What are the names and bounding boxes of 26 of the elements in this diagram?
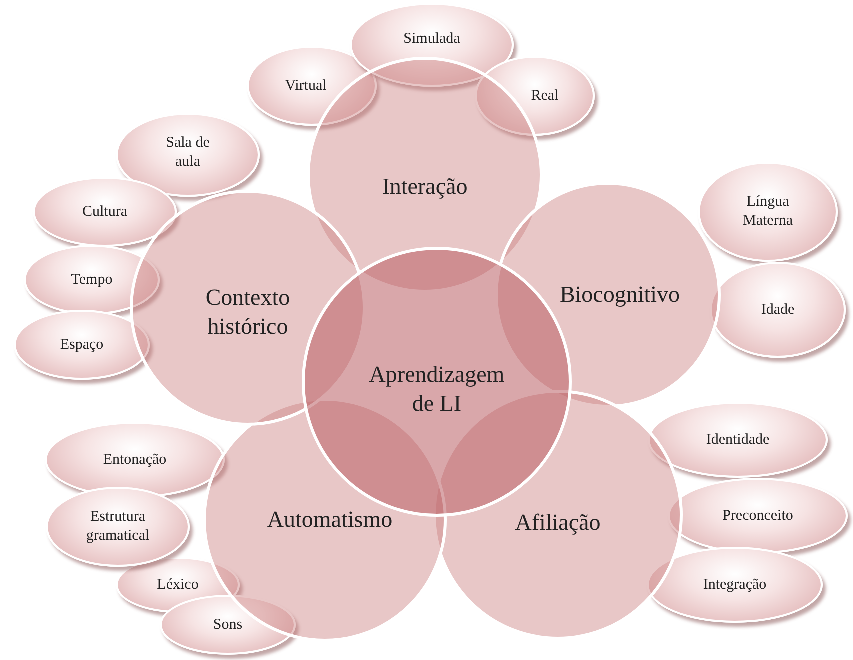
topic-label: Sala de aula — [165, 134, 211, 172]
topic-label: Entonação — [102, 450, 168, 470]
topic-label: Identidade — [705, 430, 771, 450]
topic-label: Estrutura gramatical — [85, 508, 151, 546]
subtopic-ellipse — [14, 310, 150, 380]
topic-label: Biocognitivo — [558, 280, 682, 309]
topic-label: Automatismo — [266, 506, 394, 534]
subtopic-ellipse — [647, 547, 823, 623]
subtopic-ellipse — [710, 262, 846, 358]
topic-label: Afiliação — [514, 508, 602, 537]
topic-label: Idade — [760, 300, 796, 320]
topic-label: Preconceito — [722, 506, 794, 526]
topic-label: Língua Materna — [742, 193, 794, 231]
topic-label: Aprendizagem de LI — [368, 361, 506, 418]
subtopic-ellipse — [46, 487, 190, 567]
topic-label: Cultura — [82, 202, 128, 222]
topic-label: Simulada — [402, 30, 462, 48]
topic-label: Virtual — [284, 76, 328, 96]
topic-label: Contexto histórico — [204, 284, 292, 341]
topic-label: Espaço — [59, 336, 105, 354]
topic-label: Real — [530, 86, 560, 106]
topic-label: Sons — [212, 616, 244, 634]
topic-label: Interação — [381, 172, 469, 201]
topic-label: Integração — [702, 576, 768, 594]
topic-label: Tempo — [70, 270, 114, 290]
topic-label: Léxico — [156, 576, 200, 594]
